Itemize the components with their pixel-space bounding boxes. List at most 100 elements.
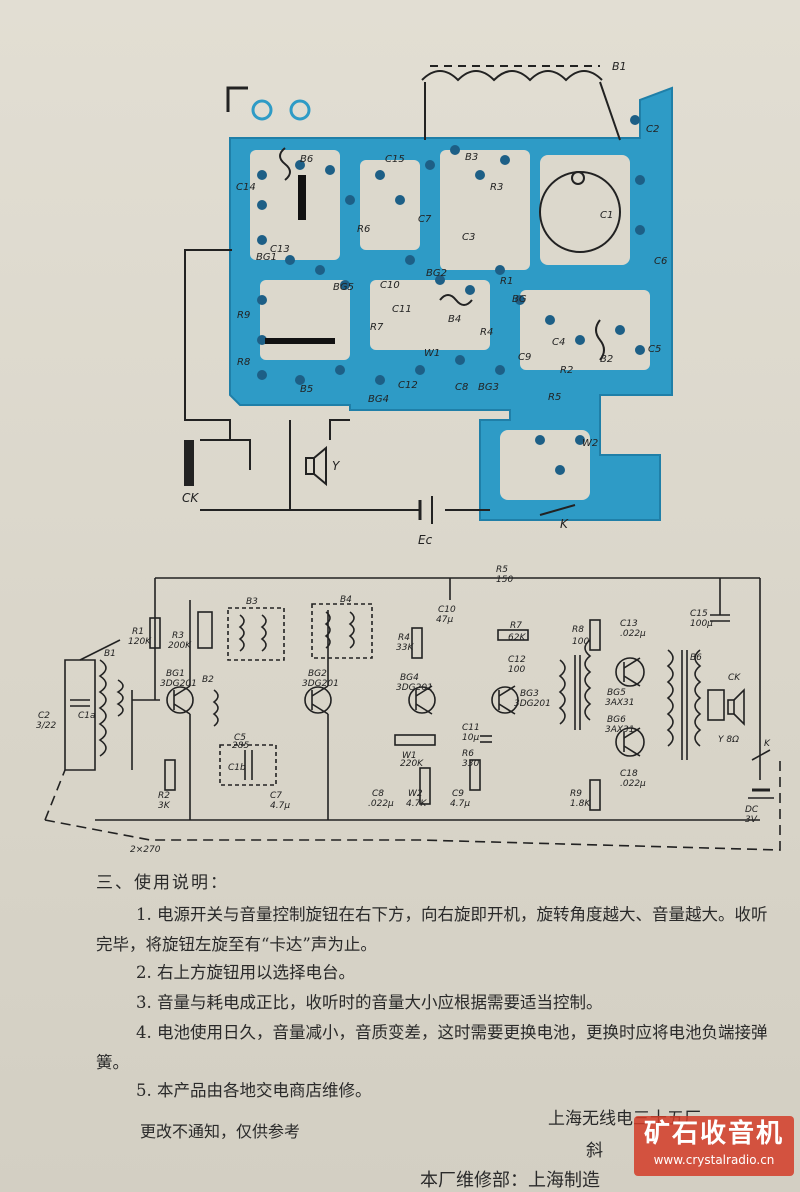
svg-text:4.7μ: 4.7μ xyxy=(270,801,290,811)
svg-text:2×270: 2×270 xyxy=(130,845,161,855)
watermark-title: 矿石收音机 xyxy=(643,1119,784,1149)
svg-text:3/22: 3/22 xyxy=(36,721,56,731)
svg-text:C8: C8 xyxy=(372,789,384,799)
svg-text:B6: B6 xyxy=(690,653,702,663)
svg-text:B1: B1 xyxy=(612,60,627,73)
svg-text:R8: R8 xyxy=(237,357,250,368)
svg-text:C9: C9 xyxy=(518,352,531,363)
svg-text:.022μ: .022μ xyxy=(368,799,394,809)
svg-text:C8: C8 xyxy=(455,382,468,393)
svg-text:BG5: BG5 xyxy=(333,282,354,293)
svg-text:Y 8Ω: Y 8Ω xyxy=(718,735,739,745)
svg-text:B4: B4 xyxy=(448,314,461,325)
instruction-item-3: 3. 音量与耗电成正比，收听时的音量大小应根据需要适当控制。 xyxy=(136,993,603,1012)
svg-text:C11: C11 xyxy=(462,723,480,733)
svg-text:R3: R3 xyxy=(172,631,184,641)
svg-text:C6: C6 xyxy=(654,256,667,267)
svg-text:C12: C12 xyxy=(398,380,418,391)
instruction-item-1: 1. 电源开关与音量控制旋钮在右下方，向右旋即开机，旋转角度越大、音量越大。收听… xyxy=(96,905,768,954)
svg-text:C1: C1 xyxy=(600,210,613,221)
svg-text:C2: C2 xyxy=(646,124,659,135)
svg-text:C3: C3 xyxy=(462,232,475,243)
svg-text:BG4: BG4 xyxy=(400,673,419,683)
svg-text:C1b: C1b xyxy=(228,763,246,773)
svg-text:C18: C18 xyxy=(620,769,638,779)
watermark-url: www.crystalradio.cn xyxy=(653,1153,775,1167)
svg-text:R2: R2 xyxy=(560,365,573,376)
svg-text:3DG201: 3DG201 xyxy=(160,679,197,689)
svg-text:100: 100 xyxy=(508,665,525,675)
instruction-item-2: 2. 右上方旋钮用以选择电台。 xyxy=(136,963,355,982)
svg-text:C5: C5 xyxy=(648,344,661,355)
svg-text:3K: 3K xyxy=(158,801,171,811)
svg-text:B6: B6 xyxy=(300,154,313,165)
svg-text:R7: R7 xyxy=(370,322,384,333)
y-label: Y xyxy=(332,459,341,473)
svg-text:BG1: BG1 xyxy=(256,252,277,263)
svg-text:B3: B3 xyxy=(465,152,478,163)
svg-text:DC: DC xyxy=(745,805,759,815)
svg-text:R9: R9 xyxy=(570,789,582,799)
svg-text:285: 285 xyxy=(232,741,249,751)
svg-text:BG2: BG2 xyxy=(308,669,327,679)
svg-text:C5: C5 xyxy=(234,733,246,743)
svg-text:33K: 33K xyxy=(396,643,414,653)
svg-text:BG2: BG2 xyxy=(426,268,447,279)
svg-text:B3: B3 xyxy=(246,597,258,607)
svg-text:R8: R8 xyxy=(572,625,584,635)
svg-text:W2: W2 xyxy=(582,438,598,449)
svg-text:62K: 62K xyxy=(508,633,526,643)
svg-text:200K: 200K xyxy=(168,641,192,651)
factory-city: 斜 xyxy=(586,1141,603,1161)
svg-text:4.7μ: 4.7μ xyxy=(450,799,470,809)
svg-text:R6: R6 xyxy=(357,224,370,235)
svg-text:R4: R4 xyxy=(398,633,410,643)
svg-text:W1: W1 xyxy=(424,348,440,359)
svg-text:C1a: C1a xyxy=(78,711,96,721)
svg-text:BG5: BG5 xyxy=(607,688,626,698)
notice-text: 更改不通知，仅供参考 xyxy=(140,1122,301,1141)
svg-text:R1: R1 xyxy=(500,276,513,287)
svg-text:B2: B2 xyxy=(202,675,214,685)
svg-text:BG: BG xyxy=(512,294,527,305)
svg-text:R9: R9 xyxy=(237,310,250,321)
svg-text:B1: B1 xyxy=(104,649,116,659)
svg-text:R4: R4 xyxy=(480,327,493,338)
svg-text:B4: B4 xyxy=(340,595,352,605)
svg-text:C10: C10 xyxy=(380,280,400,291)
svg-text:1.8K: 1.8K xyxy=(570,799,591,809)
svg-text:C7: C7 xyxy=(270,791,282,801)
k-label: K xyxy=(560,517,569,531)
svg-text:47μ: 47μ xyxy=(436,615,453,625)
instruction-item-4: 4. 电池使用日久，音量减小，音质变差，这时需要更换电池，更换时应将电池负端接弹… xyxy=(96,1023,768,1072)
svg-text:4.7K: 4.7K xyxy=(406,799,427,809)
svg-text:BG3: BG3 xyxy=(520,689,539,699)
svg-text:C13: C13 xyxy=(620,619,638,629)
svg-text:R3: R3 xyxy=(490,182,503,193)
svg-text:220K: 220K xyxy=(400,759,424,769)
svg-text:C10: C10 xyxy=(438,605,456,615)
svg-text:100μ: 100μ xyxy=(690,619,713,629)
svg-text:W2: W2 xyxy=(408,789,423,799)
svg-text:BG3: BG3 xyxy=(478,382,499,393)
svg-text:R2: R2 xyxy=(158,791,170,801)
svg-text:C12: C12 xyxy=(508,655,526,665)
svg-text:120K: 120K xyxy=(128,637,152,647)
svg-text:330: 330 xyxy=(462,759,479,769)
svg-text:C14: C14 xyxy=(236,182,256,193)
svg-text:3AX31: 3AX31 xyxy=(605,698,635,708)
svg-text:B2: B2 xyxy=(600,354,613,365)
svg-text:BG6: BG6 xyxy=(607,715,626,725)
svg-text:C11: C11 xyxy=(392,304,412,315)
svg-text:R7: R7 xyxy=(510,621,522,631)
instruction-item-5: 5. 本产品由各地交电商店维修。 xyxy=(136,1081,372,1100)
svg-text:C2: C2 xyxy=(38,711,50,721)
svg-text:.022μ: .022μ xyxy=(620,629,646,639)
svg-text:100: 100 xyxy=(572,637,589,647)
svg-text:C9: C9 xyxy=(452,789,464,799)
svg-text:3AX31: 3AX31 xyxy=(605,725,635,735)
svg-text:10μ: 10μ xyxy=(462,733,479,743)
svg-text:.022μ: .022μ xyxy=(620,779,646,789)
